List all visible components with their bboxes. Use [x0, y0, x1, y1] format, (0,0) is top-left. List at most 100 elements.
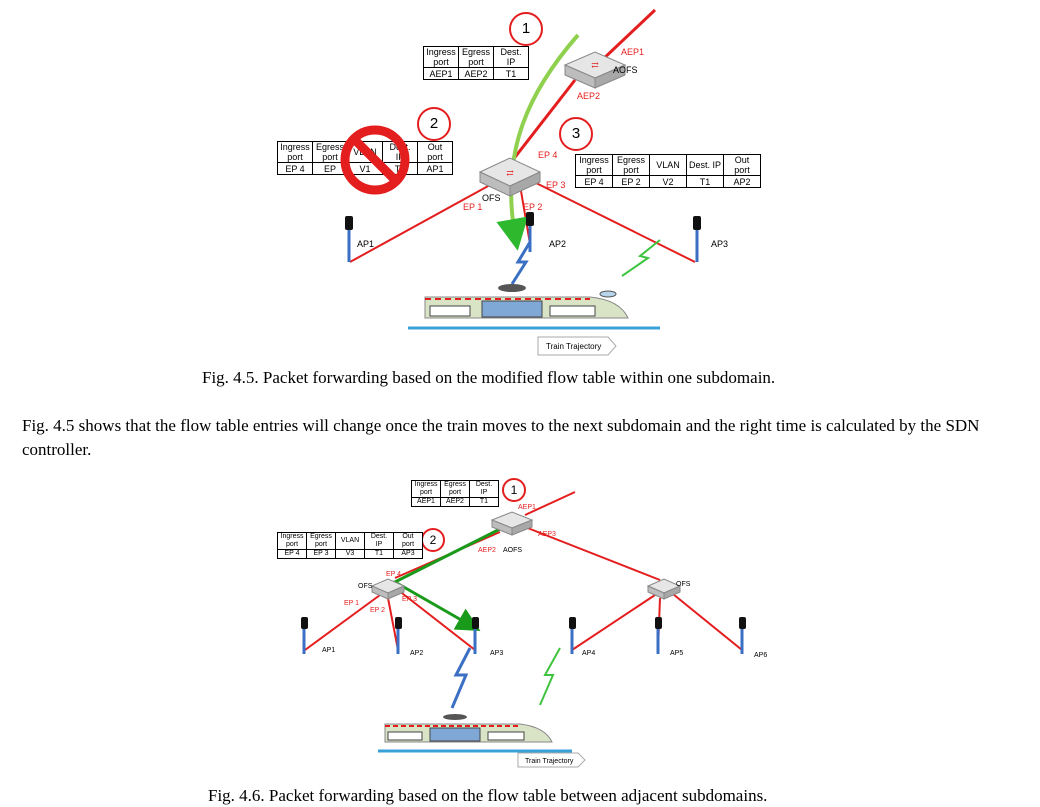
cell-vlan: V2 [649, 175, 687, 188]
label-aep1: AEP1 [621, 47, 644, 57]
label-ofs-left: OFS [358, 583, 373, 590]
wireless-link-ap3 [450, 647, 472, 709]
flow-table-aofs: Ingress port Egress port Dest. IP AEP1 A… [411, 480, 499, 507]
prohibited-icon [340, 125, 410, 195]
ap4-antenna [569, 617, 576, 654]
label-aofs: AOFS [613, 65, 638, 75]
figure-4-6-caption: Fig. 4.6. Packet forwarding based on the… [208, 786, 768, 805]
step-2-marker: 2 [421, 528, 445, 552]
link-aep1 [598, 8, 657, 64]
packet-path [496, 33, 580, 251]
cell-dest: T1 [493, 67, 529, 80]
header-vlan: VLAN [335, 532, 365, 550]
label-ap1: AP1 [322, 647, 335, 654]
figure-4-6: AEP1 AEP3 AEP2 AOFS EP 4 OFS EP 1 EP 3 E… [0, 470, 1040, 780]
header-vlan: VLAN [649, 154, 687, 176]
header-dest-ip: Dest. IP [686, 154, 724, 176]
cell-out: AP1 [417, 162, 453, 175]
train [384, 714, 553, 743]
link-ofs-ap1 [349, 184, 491, 263]
trajectory-arrow [537, 336, 617, 356]
link-aofs-ofs [503, 79, 577, 171]
link-ap2 [387, 597, 399, 651]
ofs-left-switch [370, 578, 406, 600]
figure-4-5-caption: Fig. 4.5. Packet forwarding based on the… [202, 368, 776, 387]
header-egress-port: Egress port [458, 46, 494, 68]
step-3-marker: 3 [559, 117, 593, 151]
label-aofs: AOFS [503, 547, 522, 554]
wireless-link-ap3 [621, 239, 661, 277]
cell-egress: EP [312, 162, 348, 175]
header-dest-ip: Dest. IP [364, 532, 394, 550]
header-ingress-port: Ingress port [277, 532, 307, 550]
header-ingress-port: Ingress port [277, 141, 313, 163]
cell-egress: EP 3 [306, 549, 336, 559]
ap2-antenna [395, 617, 402, 654]
label-ep2: EP 2 [370, 607, 385, 614]
train [424, 284, 629, 319]
label-aep1: AEP1 [518, 504, 536, 511]
header-ingress-port: Ingress port [411, 480, 441, 498]
ap6-antenna [739, 617, 746, 654]
label-ep4: EP 4 [386, 571, 401, 578]
cell-egress: AEP2 [440, 497, 470, 507]
trajectory-arrow [517, 752, 586, 768]
label-ep2: EP 2 [523, 202, 542, 212]
ap1-antenna [345, 216, 353, 262]
body-paragraph: Fig. 4.5 shows that the flow table entri… [22, 416, 980, 459]
header-dest-ip: Dest. IP [469, 480, 499, 498]
link-aep1 [524, 491, 576, 516]
label-ap1: AP1 [357, 239, 374, 249]
svg-text:⇄: ⇄ [506, 168, 514, 178]
label-ap4: AP4 [582, 650, 595, 657]
ap3-antenna [472, 617, 479, 654]
link-ap4 [571, 594, 656, 651]
cell-dest: T1 [364, 549, 394, 559]
label-ap2: AP2 [410, 650, 423, 657]
label-ap3: AP3 [490, 650, 503, 657]
label-ap6: AP6 [754, 652, 767, 659]
link-ap3 [397, 589, 476, 651]
cell-vlan: V3 [335, 549, 365, 559]
figure-4-5: ⇄ ⇄ [0, 0, 1040, 400]
trajectory-label: Train Trajectory [546, 342, 601, 351]
trajectory-label: Train Trajectory [525, 758, 574, 765]
ap3-antenna [693, 216, 701, 262]
label-aep3: AEP3 [538, 531, 556, 538]
label-ep1: EP 1 [344, 600, 359, 607]
flow-table-new: Ingress port Egress port VLAN Dest. IP O… [575, 154, 761, 188]
label-ep4: EP 4 [538, 150, 557, 160]
wireless-link-ap4 [539, 647, 561, 706]
ap2-antenna [526, 212, 534, 252]
svg-text:⇄: ⇄ [591, 60, 599, 70]
cell-egress: AEP2 [458, 67, 494, 80]
cell-out: AP3 [393, 549, 423, 559]
label-aep2: AEP2 [577, 91, 600, 101]
cell-ingress: AEP1 [411, 497, 441, 507]
cell-out: AP2 [723, 175, 761, 188]
flow-table-ofs: Ingress port Egress port VLAN Dest. IP O… [277, 532, 423, 559]
label-ep1: EP 1 [463, 202, 482, 212]
header-out-port: Out port [417, 141, 453, 163]
cell-ingress: EP 4 [277, 549, 307, 559]
label-ep3: EP 3 [546, 180, 565, 190]
header-egress-port: Egress port [306, 532, 336, 550]
step-1-marker: 1 [502, 478, 526, 502]
step-2-marker: 2 [417, 107, 451, 141]
cell-dest: T1 [686, 175, 724, 188]
cell-ingress: AEP1 [423, 67, 459, 80]
cell-egress: EP 2 [612, 175, 650, 188]
cell-ingress: EP 4 [277, 162, 313, 175]
label-ap5: AP5 [670, 650, 683, 657]
link-ap6 [667, 589, 743, 651]
link-ofs-ap3 [529, 179, 696, 263]
header-out-port: Out port [393, 532, 423, 550]
aofs-switch [490, 511, 534, 536]
step-1-marker: 1 [509, 12, 543, 46]
header-egress-port: Egress port [440, 480, 470, 498]
label-ap2: AP2 [549, 239, 566, 249]
cell-dest: T1 [469, 497, 499, 507]
figure-4-5-diagram: ⇄ ⇄ [345, 8, 728, 356]
header-dest-ip: Dest. IP [493, 46, 529, 68]
header-out-port: Out port [723, 154, 761, 176]
